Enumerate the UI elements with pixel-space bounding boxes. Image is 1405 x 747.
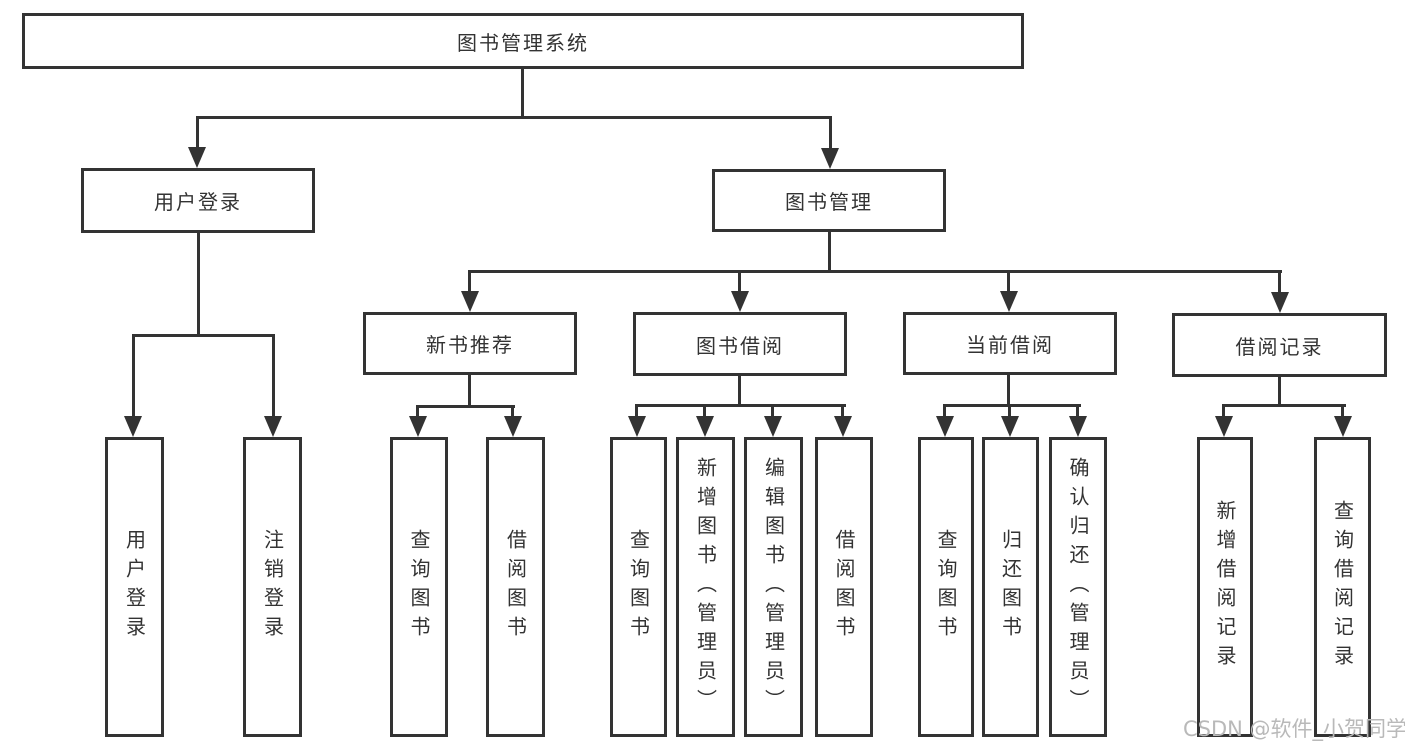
connector-borrow-stem [738, 375, 741, 407]
leaf-user-login-label: 用户登录 [122, 529, 147, 645]
connector-management-drop-4 [1278, 270, 1281, 292]
arrow-to-new-book-recommend [461, 291, 479, 312]
leaf-borrow-edit-books-admin: 编辑图书（管理员） [744, 437, 803, 737]
connector-borrow-hbar [635, 404, 846, 407]
node-root-label: 图书管理系统 [457, 30, 589, 55]
connector-recommend-stem [468, 374, 471, 408]
leaf-borrow-borrow-books: 借阅图书 [815, 437, 873, 737]
connector-current-stem [1007, 374, 1010, 406]
connector-root-drop-login [196, 116, 199, 148]
connector-management-hbar [468, 270, 1282, 273]
arrow-to-records-query [1334, 416, 1352, 437]
connector-management-stem [828, 231, 831, 273]
node-new-book-recommend-label: 新书推荐 [426, 333, 514, 357]
leaf-current-confirm-return-admin-label: 确认归还（管理员） [1066, 456, 1090, 718]
leaf-current-query-books-label: 查询图书 [934, 529, 958, 645]
leaf-recommend-borrow-books: 借阅图书 [486, 437, 545, 737]
csdn-watermark: CSDN @软件_小贺同学 [1183, 717, 1405, 741]
connector-login-drop-1 [132, 334, 135, 416]
connector-recommend-drop-1 [416, 405, 419, 417]
arrow-to-recommend-borrow [504, 416, 522, 437]
connector-records-stem [1278, 377, 1281, 406]
connector-records-drop-2 [1341, 404, 1344, 417]
connector-login-hbar [132, 334, 275, 337]
leaf-records-add-record-label: 新增借阅记录 [1213, 500, 1237, 674]
connector-borrow-drop-4 [841, 404, 844, 417]
node-user-login-label: 用户登录 [154, 190, 242, 214]
connector-current-drop-3 [1076, 404, 1079, 417]
leaf-logout: 注销登录 [243, 437, 302, 737]
arrow-to-borrow-query [628, 416, 646, 437]
leaf-records-query-record-label: 查询借阅记录 [1330, 500, 1355, 674]
arrow-to-recommend-query [409, 416, 427, 437]
leaf-current-return-books-label: 归还图书 [998, 529, 1023, 645]
arrow-to-book-borrow [731, 291, 749, 312]
connector-current-drop-1 [943, 404, 946, 417]
connector-current-hbar [943, 404, 1081, 407]
node-root: 图书管理系统 [22, 13, 1024, 69]
leaf-user-login: 用户登录 [105, 437, 164, 737]
arrow-to-current-borrow [1000, 291, 1018, 312]
arrow-to-borrow-edit [764, 416, 782, 437]
connector-root-drop-management [829, 116, 832, 148]
connector-records-hbar [1222, 404, 1346, 407]
arrow-to-borrow-borrow [834, 416, 852, 437]
node-book-borrow-label: 图书借阅 [696, 333, 784, 358]
node-new-book-recommend: 新书推荐 [363, 312, 577, 375]
arrow-to-current-return [1001, 416, 1019, 437]
arrow-to-current-confirm [1069, 416, 1087, 437]
leaf-records-query-record: 查询借阅记录 [1314, 437, 1371, 737]
arrow-to-leaf-logout [264, 416, 282, 437]
connector-recommend-hbar [416, 405, 515, 408]
leaf-recommend-query-books-label: 查询图书 [407, 529, 431, 645]
leaf-current-return-books: 归还图书 [982, 437, 1039, 737]
arrow-to-records-add [1215, 416, 1233, 437]
connector-root-hbar [196, 116, 832, 119]
arrow-to-leaf-user-login [124, 416, 142, 437]
connector-management-drop-3 [1007, 270, 1010, 291]
leaf-recommend-query-books: 查询图书 [390, 437, 448, 737]
connector-login-drop-2 [272, 334, 275, 416]
leaf-current-query-books: 查询图书 [918, 437, 974, 737]
node-current-borrow: 当前借阅 [903, 312, 1117, 375]
leaf-records-add-record: 新增借阅记录 [1197, 437, 1253, 737]
node-book-management: 图书管理 [712, 169, 946, 232]
connector-management-drop-1 [468, 270, 471, 291]
arrow-to-book-management [821, 148, 839, 169]
leaf-borrow-query-books: 查询图书 [610, 437, 667, 737]
connector-borrow-drop-3 [771, 404, 774, 417]
node-book-borrow: 图书借阅 [633, 312, 847, 376]
leaf-borrow-borrow-books-label: 借阅图书 [832, 529, 856, 645]
node-borrow-records: 借阅记录 [1172, 313, 1387, 377]
connector-borrow-drop-2 [703, 404, 706, 417]
connector-current-drop-2 [1008, 404, 1011, 417]
leaf-borrow-query-books-label: 查询图书 [626, 529, 651, 645]
connector-login-stem [197, 232, 200, 337]
leaf-current-confirm-return-admin: 确认归还（管理员） [1049, 437, 1107, 737]
connector-borrow-drop-1 [635, 404, 638, 417]
connector-management-drop-2 [738, 270, 741, 291]
connector-records-drop-1 [1222, 404, 1225, 417]
arrow-to-current-query [936, 416, 954, 437]
connector-recommend-drop-2 [511, 405, 514, 417]
leaf-recommend-borrow-books-label: 借阅图书 [503, 529, 528, 645]
leaf-borrow-edit-books-admin-label: 编辑图书（管理员） [761, 456, 786, 718]
connector-root-stem [521, 69, 524, 118]
node-book-management-label: 图书管理 [785, 190, 873, 214]
leaf-borrow-add-books-admin: 新增图书（管理员） [676, 437, 735, 737]
node-borrow-records-label: 借阅记录 [1235, 334, 1324, 359]
node-user-login: 用户登录 [81, 168, 315, 233]
arrow-to-user-login [188, 147, 206, 168]
arrow-to-borrow-add [696, 416, 714, 437]
node-current-borrow-label: 当前借阅 [966, 333, 1054, 357]
arrow-to-borrow-records [1271, 292, 1289, 313]
leaf-logout-label: 注销登录 [260, 529, 285, 645]
leaf-borrow-add-books-admin-label: 新增图书（管理员） [693, 456, 718, 718]
